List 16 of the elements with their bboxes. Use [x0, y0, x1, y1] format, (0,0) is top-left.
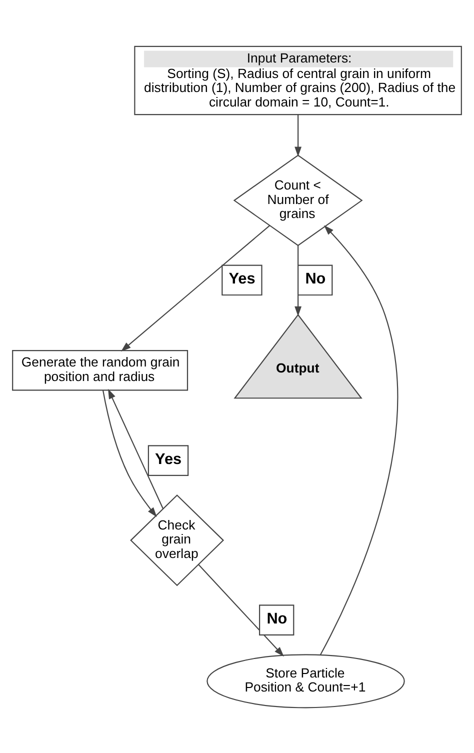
- arrow: [320, 224, 398, 654]
- arrow: [102, 390, 157, 517]
- node-box: Input Parameters: Sorting (S), Radius of central grain in uniform distribution (1), Number of grains (200), Radius of the circular domain = 10, Count=1.: [134, 45, 462, 115]
- edge-label: Yes: [155, 450, 182, 468]
- node-diamond: Count < Number of grains: [233, 154, 363, 246]
- arrow: [198, 564, 284, 656]
- edge-label: No: [266, 610, 288, 628]
- arrow: [120, 224, 270, 352]
- node-ellipse: Store Particle Position & Count=+1: [206, 654, 405, 708]
- edge-label: Yes: [228, 270, 256, 288]
- edge-label: No: [305, 270, 326, 288]
- node-diamond: Check grain overlap: [130, 494, 224, 586]
- arrow: [294, 245, 302, 316]
- arrow: [108, 388, 164, 508]
- node-box: Generate the random grain position and radius: [12, 350, 188, 390]
- arrow: [294, 114, 302, 156]
